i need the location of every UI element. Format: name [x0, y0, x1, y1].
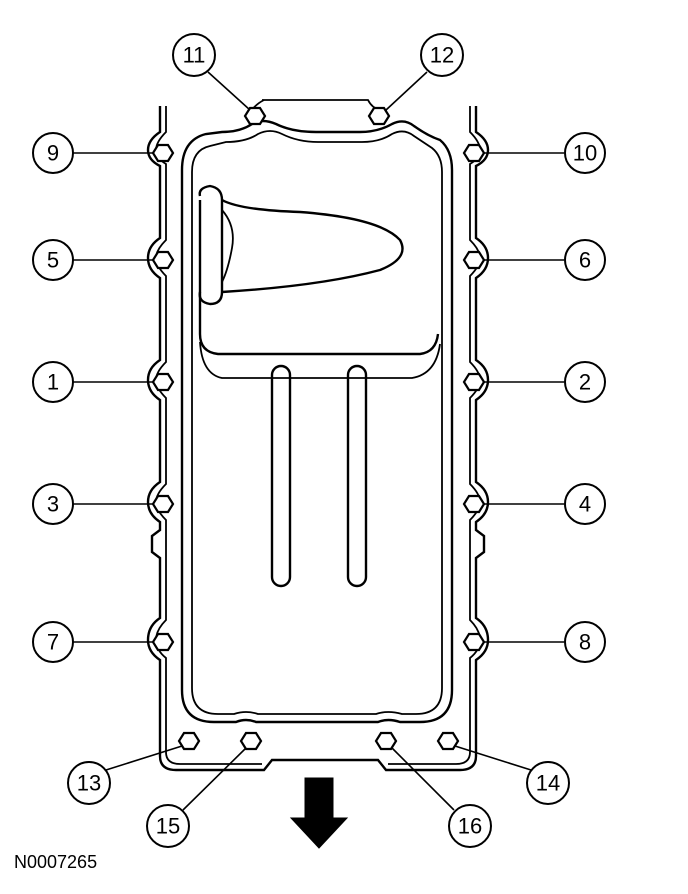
oil-pickup-baffle: [198, 184, 441, 379]
callout-15: 15: [146, 804, 190, 848]
callout-10: 10: [564, 132, 606, 174]
bolt-4: [462, 494, 486, 514]
svg-text:16: 16: [458, 814, 482, 839]
callout-11: 11: [172, 33, 216, 77]
callout-7: 7: [32, 621, 74, 663]
callout-3: 3: [32, 483, 74, 525]
bolt-12: [367, 106, 391, 126]
callout-6: 6: [564, 239, 606, 281]
svg-text:12: 12: [430, 43, 454, 68]
callout-2: 2: [564, 361, 606, 403]
svg-text:4: 4: [579, 492, 591, 517]
arrow-down-icon: [289, 777, 349, 849]
svg-text:11: 11: [183, 43, 206, 68]
callout-1: 1: [32, 361, 74, 403]
bolt-13: [177, 731, 201, 751]
svg-text:6: 6: [579, 248, 591, 273]
svg-text:8: 8: [579, 630, 591, 655]
pan-stiffening-ribs: [270, 364, 368, 588]
bolt-8: [462, 632, 486, 652]
svg-text:5: 5: [47, 248, 59, 273]
svg-text:3: 3: [47, 492, 59, 517]
bolt-3: [151, 494, 175, 514]
svg-text:14: 14: [536, 771, 560, 796]
bolt-10: [462, 143, 486, 163]
svg-text:15: 15: [156, 814, 180, 839]
leader-lines: [73, 71, 564, 811]
figure-id-label: N0007265: [14, 852, 98, 872]
svg-text:13: 13: [77, 771, 101, 796]
callout-8: 8: [564, 621, 606, 663]
bolt-5: [151, 250, 175, 270]
bolt-16: [374, 731, 398, 751]
bolt-6: [462, 250, 486, 270]
callout-9: 9: [32, 132, 74, 174]
bolt-15: [239, 731, 263, 751]
callout-12: 12: [420, 33, 464, 77]
svg-text:10: 10: [573, 141, 597, 166]
svg-text:1: 1: [47, 370, 59, 395]
bolt-1: [151, 372, 175, 392]
bolt-14: [436, 731, 460, 751]
bolt-9: [151, 143, 175, 163]
svg-text:9: 9: [47, 141, 59, 166]
bolt-2: [462, 372, 486, 392]
oil-pan-sump-wall: [180, 119, 454, 724]
callout-16: 16: [448, 804, 492, 848]
callout-4: 4: [564, 483, 606, 525]
bolt-11: [243, 106, 267, 126]
callout-14: 14: [526, 761, 570, 805]
bolt-heads: [151, 106, 486, 751]
callout-13: 13: [67, 761, 111, 805]
svg-text:2: 2: [579, 370, 591, 395]
callout-5: 5: [32, 239, 74, 281]
bolt-7: [151, 632, 175, 652]
svg-text:7: 7: [47, 630, 59, 655]
